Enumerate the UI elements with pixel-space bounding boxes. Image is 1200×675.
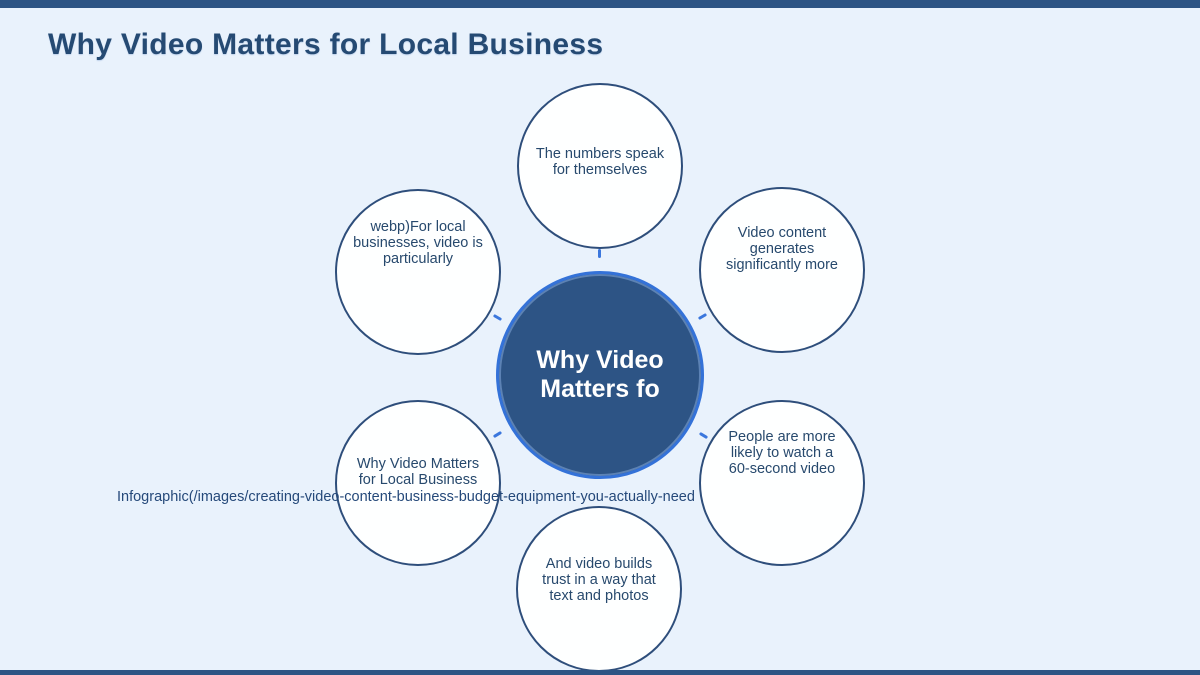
diagram-node-bottom-right: People are more likely to watch a 60-sec… <box>699 400 865 566</box>
diagram-node-top-right: Video content generates significantly mo… <box>699 187 865 353</box>
top-border-bar <box>0 0 1200 8</box>
node-label: And video builds trust in a way that tex… <box>542 555 656 605</box>
diagram-node-bottom-left: Why Video Matters for Local Business <box>335 400 501 566</box>
diagram-node-top-left: webp)For local businesses, video is part… <box>335 189 501 355</box>
node-label: The numbers speak for themselves <box>535 145 665 178</box>
connector-dash-bottom-left <box>492 430 503 439</box>
node-label: Video content generates significantly mo… <box>725 224 838 274</box>
connector-dash-top <box>598 249 601 258</box>
connector-dash-top-right <box>697 312 708 321</box>
node-label: Why Video Matters for Local Business <box>356 455 480 488</box>
bottom-border-bar <box>0 670 1200 675</box>
connector-dash-top-left <box>492 313 503 322</box>
node-label: People are more likely to watch a 60-sec… <box>728 428 836 478</box>
diagram-node-bottom: And video builds trust in a way that tex… <box>516 506 682 672</box>
node-label: webp)For local businesses, video is part… <box>353 218 483 268</box>
overlay-text-line: Infographic(/images/creating-video-conte… <box>117 489 695 505</box>
center-node-label: Why Video Matters fo <box>536 346 664 403</box>
page-title: Why Video Matters for Local Business <box>48 28 604 61</box>
diagram-center-node: Why Video Matters fo <box>496 271 704 479</box>
diagram-node-top: The numbers speak for themselves <box>517 83 683 249</box>
